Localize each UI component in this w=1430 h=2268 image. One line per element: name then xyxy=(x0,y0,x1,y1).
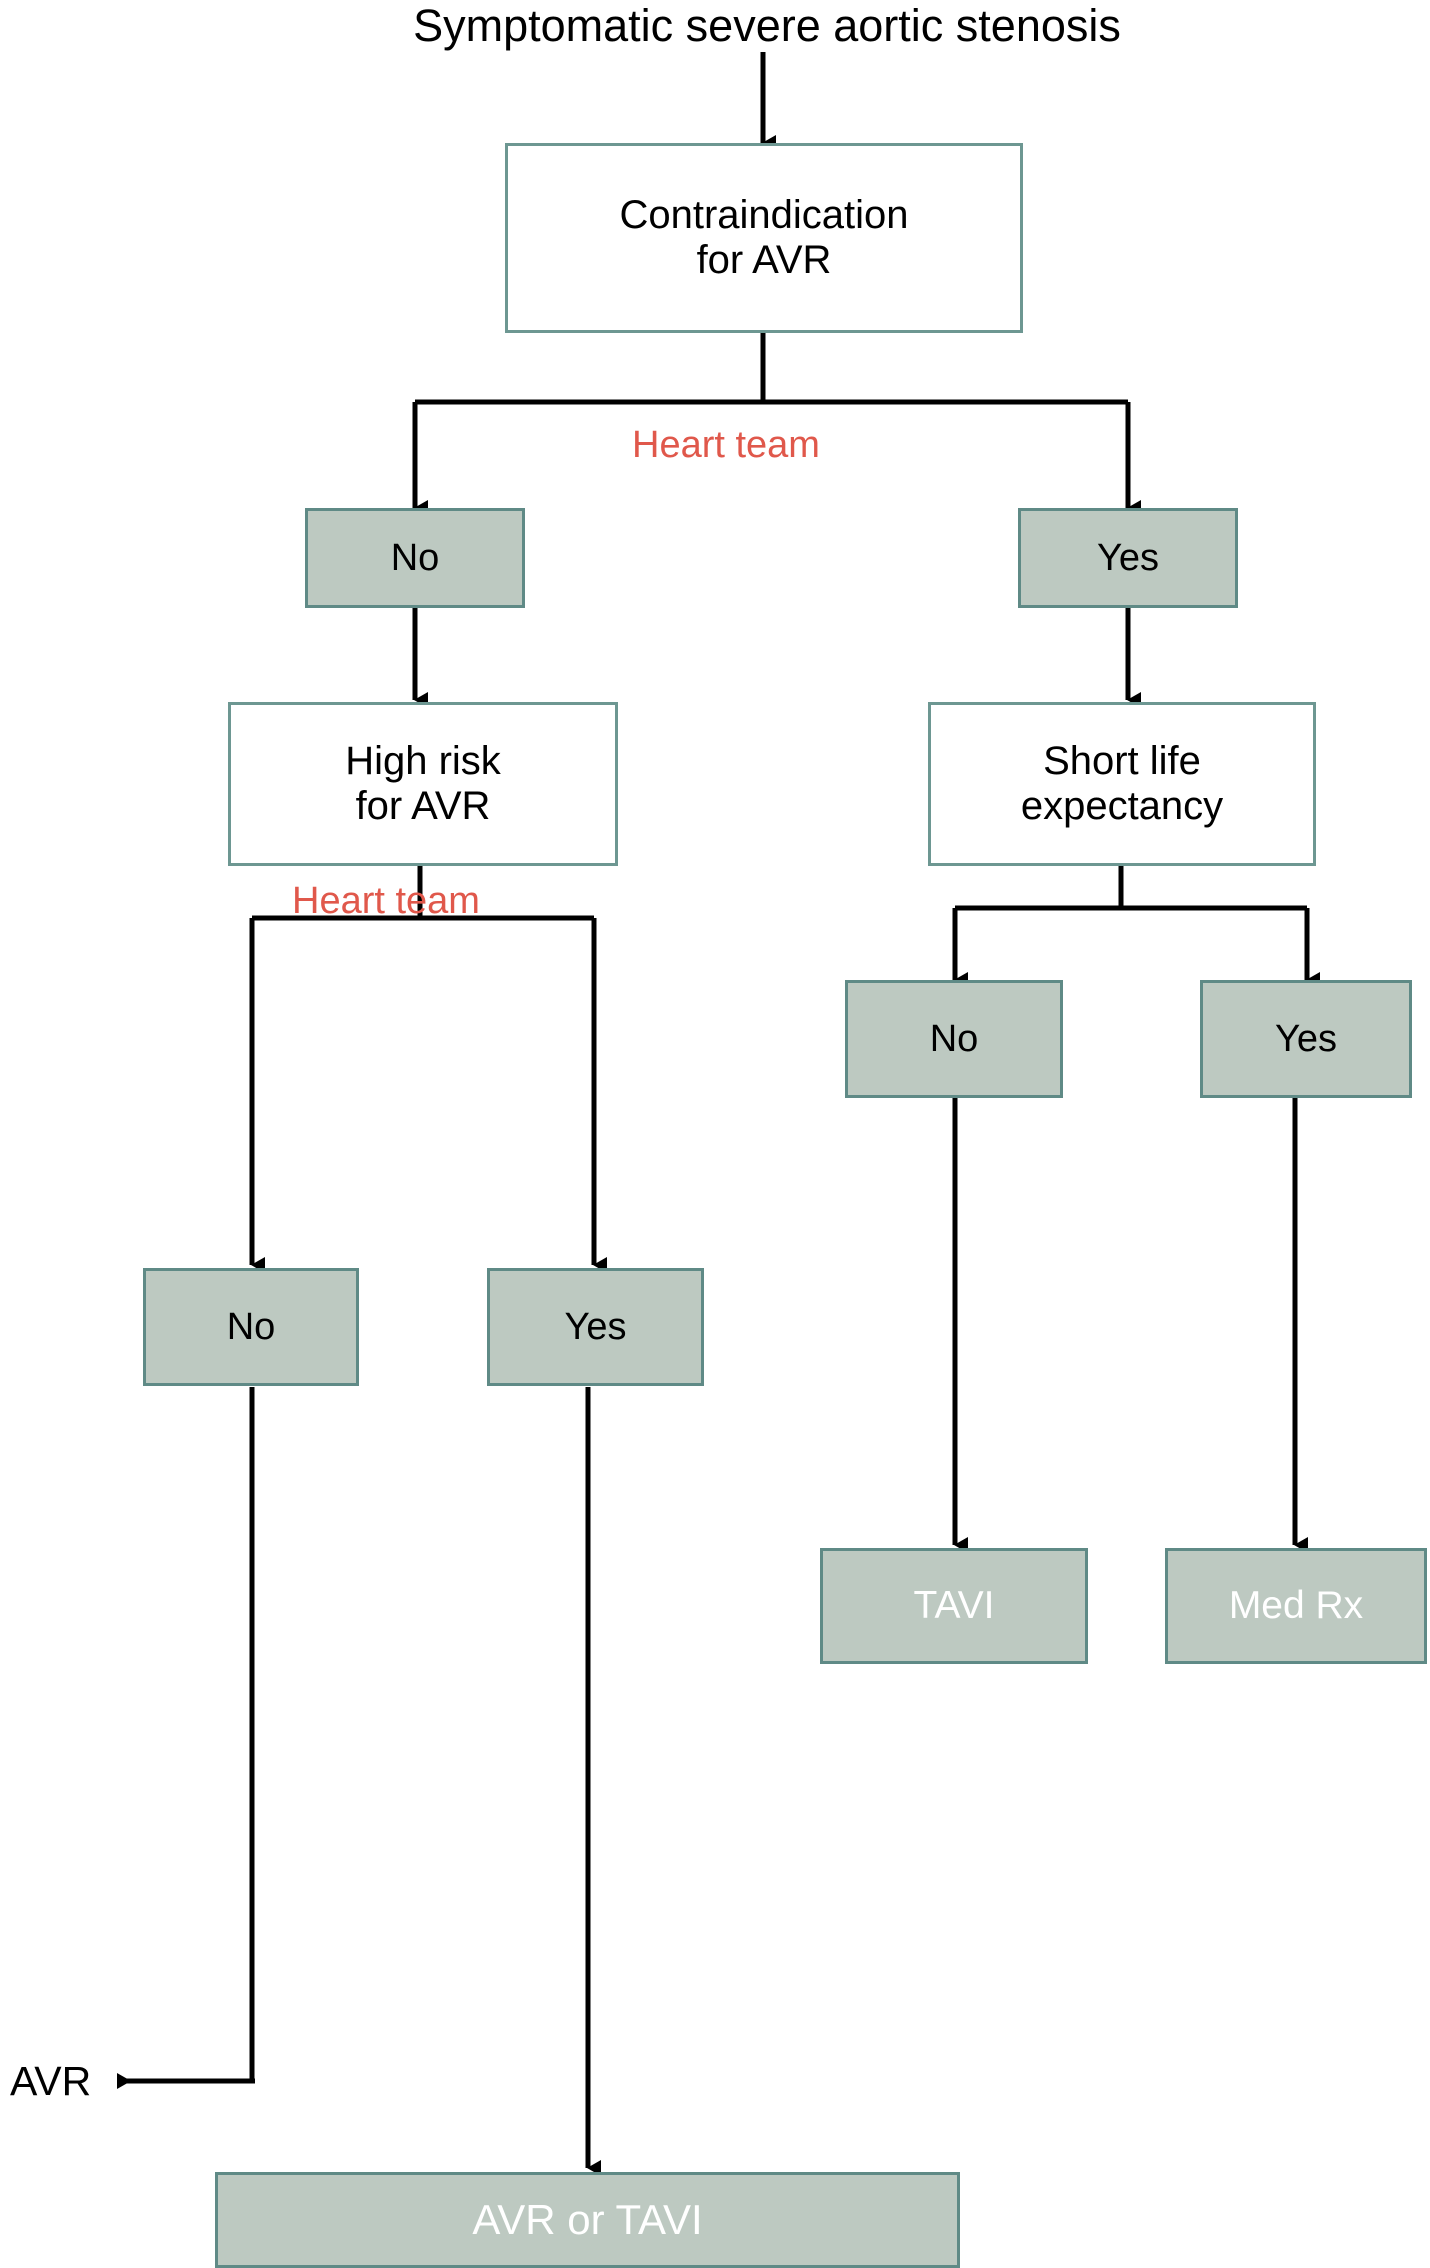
node-avr-outcome: AVR xyxy=(10,2058,92,2104)
node-label: Short life expectancy xyxy=(1020,739,1224,828)
node-label: Yes xyxy=(1097,536,1159,579)
node-short-life-yes[interactable]: Yes xyxy=(1200,980,1412,1098)
edge-label-heart-team-mid: Heart team xyxy=(292,880,480,922)
node-label: AVR or TAVI xyxy=(472,2196,703,2244)
page-title: Symptomatic severe aortic stenosis xyxy=(413,0,1121,51)
node-label: Med Rx xyxy=(1228,1584,1364,1628)
node-short-life-expectancy[interactable]: Short life expectancy xyxy=(928,702,1316,866)
node-contraindication-no[interactable]: No xyxy=(305,508,525,608)
node-contraindication-yes[interactable]: Yes xyxy=(1018,508,1238,608)
node-avr-or-tavi[interactable]: AVR or TAVI xyxy=(215,2172,960,2268)
node-label: No xyxy=(929,1017,979,1060)
node-label: No xyxy=(226,1305,276,1348)
node-high-risk-yes[interactable]: Yes xyxy=(487,1268,704,1386)
node-label: No xyxy=(390,536,440,579)
node-contraindication-for-avr[interactable]: Contraindication for AVR xyxy=(505,143,1023,333)
node-label: Yes xyxy=(1275,1017,1337,1060)
node-label: Yes xyxy=(564,1305,627,1348)
node-label: TAVI xyxy=(913,1584,995,1628)
node-label: High risk for AVR xyxy=(345,739,501,828)
node-med-rx[interactable]: Med Rx xyxy=(1165,1548,1427,1664)
node-short-life-no[interactable]: No xyxy=(845,980,1063,1098)
node-high-risk-for-avr[interactable]: High risk for AVR xyxy=(228,702,618,866)
edge-label-heart-team-top: Heart team xyxy=(632,424,820,466)
node-label: Contraindication for AVR xyxy=(619,193,909,282)
node-tavi[interactable]: TAVI xyxy=(820,1548,1088,1664)
node-high-risk-no[interactable]: No xyxy=(143,1268,359,1386)
